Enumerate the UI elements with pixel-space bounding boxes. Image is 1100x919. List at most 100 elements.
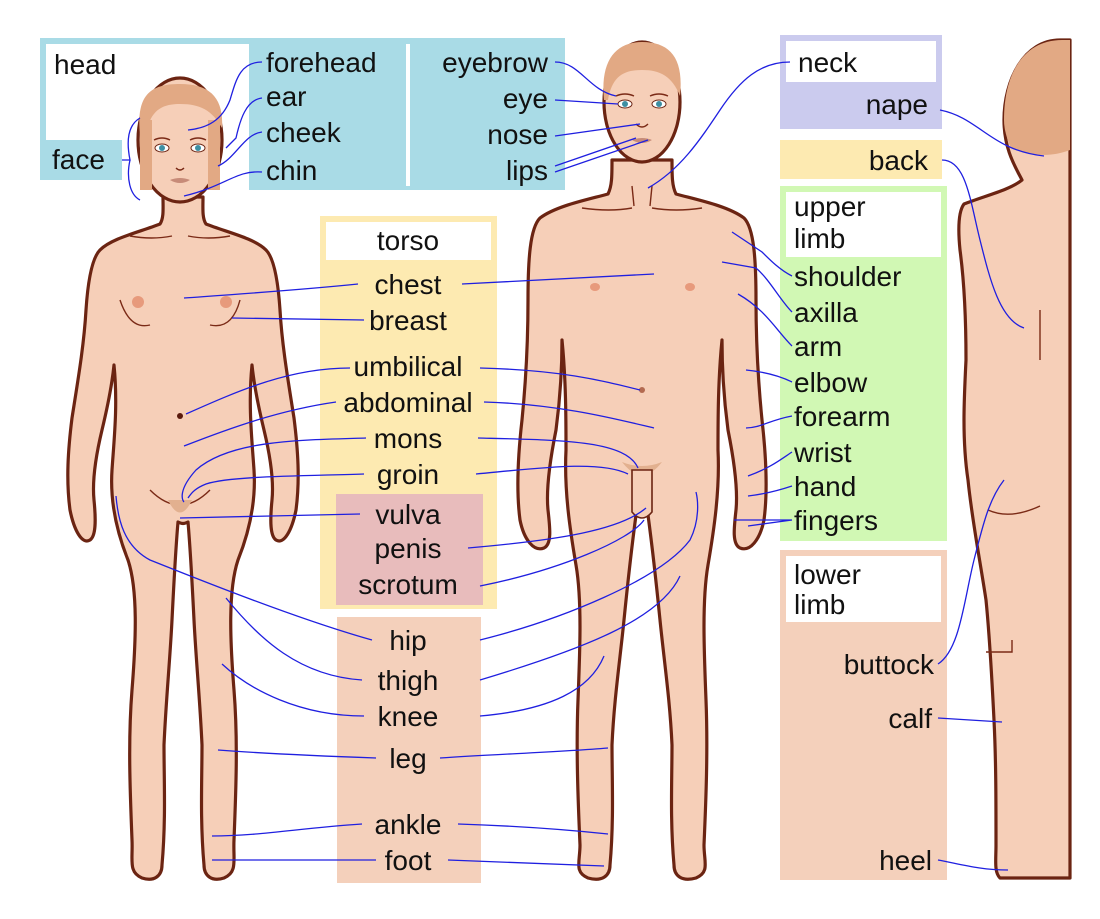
label-elbow: elbow (794, 367, 868, 398)
leader-back (941, 159, 1025, 329)
label-chin: chin (266, 155, 317, 186)
label-hand: hand (794, 471, 856, 502)
male-figure (516, 40, 768, 881)
female-body-outline (66, 195, 300, 881)
head-panel-divider (406, 44, 410, 186)
label-vulva: vulva (375, 499, 441, 530)
label-mons: mons (374, 423, 442, 454)
female-hair-left (140, 120, 152, 190)
label-heel: heel (879, 845, 932, 876)
label-lower-limb-2: limb (794, 589, 845, 620)
label-thigh: thigh (378, 665, 439, 696)
leader-groin (187, 465, 629, 499)
label-neck: neck (798, 47, 858, 78)
male-lips (632, 138, 652, 143)
label-lower-limb-1: lower (794, 559, 861, 590)
label-penis: penis (375, 533, 442, 564)
leader-cheek (217, 131, 263, 167)
label-groin: groin (377, 459, 439, 490)
label-wrist: wrist (793, 437, 852, 468)
label-fingers: fingers (794, 505, 878, 536)
leader-breast (231, 317, 365, 321)
label-eyebrow: eyebrow (442, 47, 549, 78)
leader-buttock (937, 479, 1005, 665)
label-ear: ear (266, 81, 306, 112)
leader-heel (937, 859, 1009, 871)
lower-limb-title-box (786, 556, 941, 622)
female-iris-right (195, 145, 201, 151)
label-torso: torso (377, 225, 439, 256)
leader-chest (183, 273, 655, 299)
label-back: back (869, 145, 929, 176)
torso-title-box (326, 222, 491, 260)
leader-shoulder (731, 231, 793, 277)
male-hair (603, 42, 681, 100)
label-buttock: buttock (844, 649, 935, 680)
female-figure (66, 76, 300, 881)
leader-lines (115, 61, 1045, 871)
leader-abdominal (183, 401, 655, 447)
label-breast: breast (369, 305, 447, 336)
label-ankle: ankle (375, 809, 442, 840)
male-brows (615, 93, 669, 97)
label-nose: nose (487, 119, 548, 150)
male-body-outline (516, 158, 768, 881)
leader-ear (225, 97, 263, 149)
label-abdominal: abdominal (343, 387, 472, 418)
back-knee-crease (986, 640, 1013, 653)
label-foot: foot (385, 845, 432, 876)
leader-calf (937, 717, 1003, 723)
leader-scrotum (479, 519, 645, 587)
label-lips: lips (506, 155, 548, 186)
label-hip: hip (389, 625, 426, 656)
back-buttock-line (987, 505, 1041, 515)
leader-forehead (187, 61, 263, 131)
male-nipple-right (685, 283, 695, 291)
leader-elbow (745, 369, 793, 383)
upper-limb-title-box (786, 192, 941, 257)
leader-wrist (747, 451, 793, 477)
neck-title-box (786, 41, 936, 82)
leader-thigh (225, 575, 681, 681)
label-forehead: forehead (266, 47, 377, 78)
male-genitals (631, 469, 653, 519)
female-navel (177, 413, 183, 419)
female-brows (153, 137, 207, 141)
back-body-outline (957, 38, 1072, 880)
leader-eyebrow (554, 61, 617, 97)
leader-mons (181, 437, 639, 503)
male-iris-left (622, 101, 628, 107)
leader-neck (647, 61, 791, 189)
label-calf: calf (888, 703, 932, 734)
label-nape: nape (866, 89, 928, 120)
female-iris-left (159, 145, 165, 151)
leader-chin (183, 171, 263, 197)
female-lips (170, 178, 190, 183)
leader-nose (554, 123, 641, 137)
female-hair-right (208, 120, 220, 190)
leader-nape (939, 109, 1045, 157)
leader-foot (212, 859, 605, 867)
label-upper-limb-1: upper (794, 191, 866, 222)
lower-limb-center-panel (337, 617, 481, 883)
label-knee: knee (378, 701, 439, 732)
male-nipple-left (590, 283, 600, 291)
back-hair (1004, 40, 1070, 155)
back-panel (780, 140, 942, 179)
leader-eye (554, 99, 619, 105)
male-iris-right (656, 101, 662, 107)
label-umbilical: umbilical (354, 351, 463, 382)
panels (40, 35, 947, 883)
label-scrotum: scrotum (358, 569, 458, 600)
leader-vulva (179, 513, 361, 519)
female-breast-curves (119, 299, 241, 327)
label-face: face (52, 144, 105, 175)
leader-hip (115, 491, 699, 641)
label-shoulder: shoulder (794, 261, 901, 292)
leader-axilla (721, 261, 793, 313)
label-arm: arm (794, 331, 842, 362)
label-cheek: cheek (266, 117, 342, 148)
label-upper-limb-2: limb (794, 223, 845, 254)
female-hair (139, 84, 223, 135)
leader-hand (747, 485, 793, 497)
